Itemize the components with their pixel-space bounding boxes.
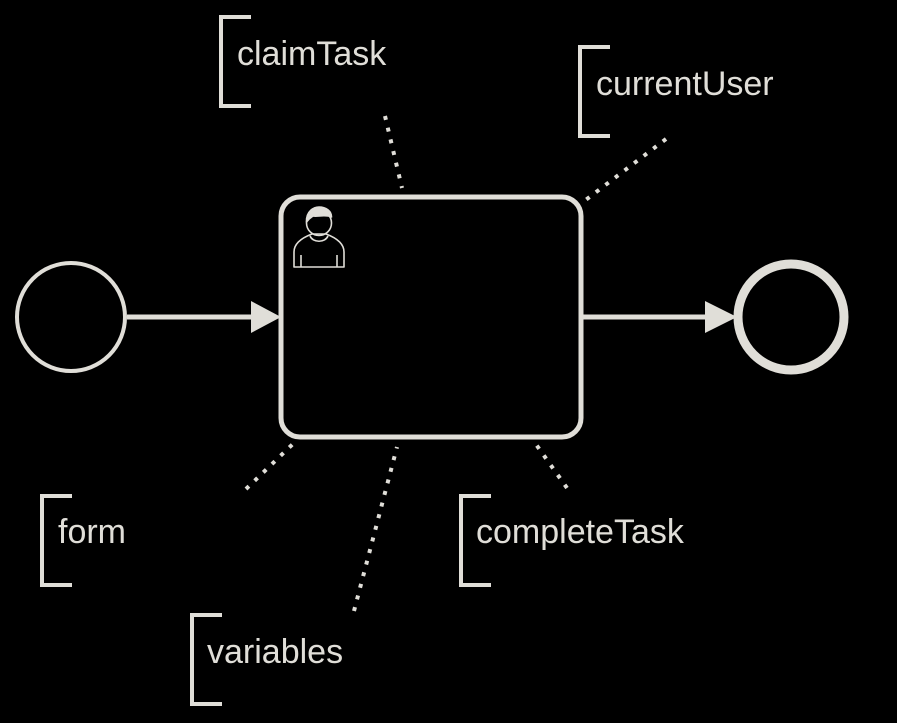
association-complete-task[interactable]	[533, 441, 569, 490]
annotation-current-user[interactable]: currentUser	[578, 45, 774, 138]
arrowhead-icon	[705, 301, 737, 333]
annotation-bracket	[219, 15, 251, 108]
association-claim-task[interactable]	[383, 115, 404, 189]
user-icon	[293, 206, 345, 268]
annotation-form[interactable]: form	[40, 494, 126, 587]
end-event[interactable]	[733, 259, 849, 375]
annotation-form-text: form	[58, 513, 126, 551]
sequence-flow-task-to-end[interactable]	[582, 301, 737, 333]
annotation-complete-task[interactable]: completeTask	[459, 494, 685, 587]
annotation-bracket	[459, 494, 491, 587]
user-task[interactable]	[278, 194, 584, 440]
annotation-current-user-text: currentUser	[596, 65, 774, 103]
annotation-complete-task-text: completeTask	[476, 513, 685, 551]
association-current-user[interactable]	[581, 137, 668, 204]
association-form[interactable]	[244, 438, 299, 491]
sequence-flow-start-to-task[interactable]	[127, 301, 281, 333]
annotation-claim-task-text: claimTask	[237, 35, 387, 73]
annotation-claim-task[interactable]: claimTask	[219, 15, 387, 108]
association-variables[interactable]	[352, 446, 399, 612]
annotation-bracket	[578, 45, 610, 138]
arrowhead-icon	[251, 301, 281, 333]
annotation-bracket	[190, 613, 222, 706]
annotation-variables[interactable]: variables	[190, 613, 343, 706]
start-event[interactable]	[15, 261, 127, 373]
annotation-variables-text: variables	[207, 633, 343, 671]
annotation-bracket	[40, 494, 72, 587]
